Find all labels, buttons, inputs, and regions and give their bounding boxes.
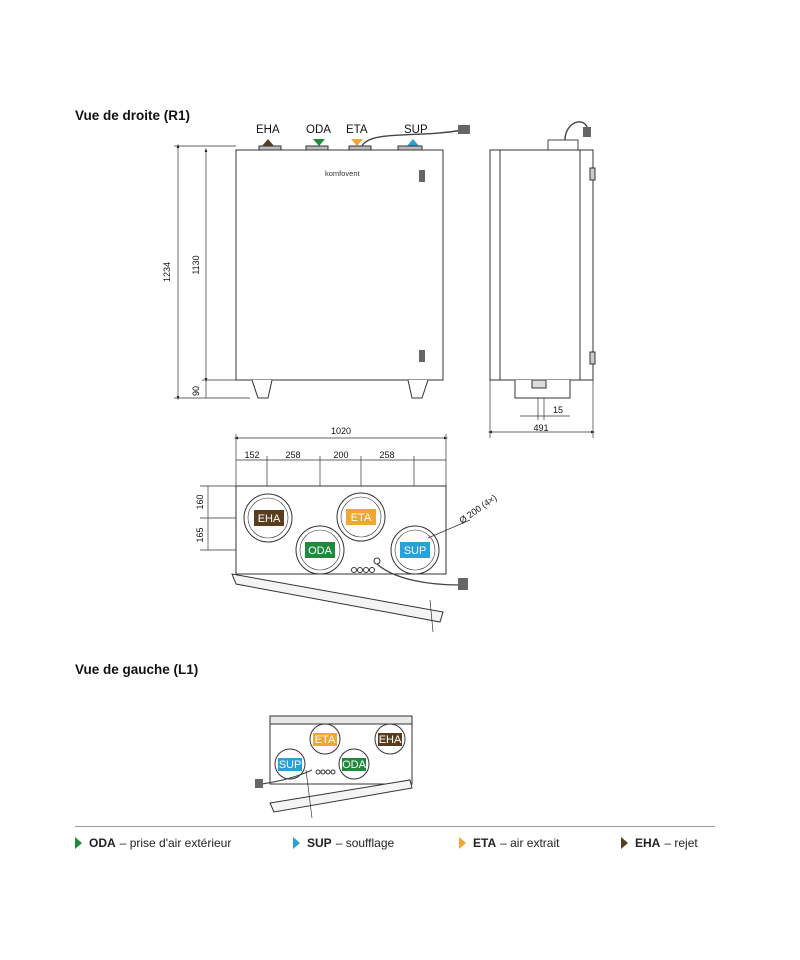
- dim-diameter: Ø 200 (4×): [457, 493, 498, 526]
- top-view: [200, 434, 471, 633]
- left-view: [255, 715, 413, 819]
- triangle-icon: [621, 837, 628, 849]
- power-cable: [361, 129, 463, 147]
- side-plug-icon: [583, 127, 591, 137]
- svg-text:ODA: ODA: [342, 759, 367, 771]
- legend-item-sup: SUP– soufflage: [293, 836, 394, 850]
- legend-divider: [75, 826, 715, 827]
- dim-row-2: 165: [195, 527, 205, 542]
- badge-eha-left: EHA: [378, 733, 402, 746]
- legend-item-eta: ETA– air extrait: [459, 836, 559, 850]
- side-view: [487, 121, 596, 438]
- badge-eta-left: ETA: [313, 733, 337, 746]
- svg-text:EHA: EHA: [379, 734, 402, 746]
- port-label-oda: ODA: [306, 124, 331, 136]
- badge-oda-left: ODA: [342, 758, 367, 771]
- port-label-eha: EHA: [256, 124, 280, 136]
- svg-text:ODA: ODA: [308, 545, 333, 557]
- dim-feet-height: 90: [191, 386, 201, 396]
- dim-row-1: 160: [195, 494, 205, 509]
- port-label-eta: ETA: [346, 124, 368, 136]
- svg-text:ETA: ETA: [315, 734, 336, 746]
- oda-down-arrow-icon: [313, 139, 325, 146]
- dim-body-height: 1130: [191, 255, 201, 274]
- front-view: EHA ODA ETA SUP komfovent: [174, 124, 470, 401]
- triangle-icon: [459, 837, 466, 849]
- side-power-cable: [564, 121, 589, 141]
- eta-down-arrow-icon: [351, 139, 363, 146]
- badge-sup-left: SUP: [278, 758, 302, 771]
- dim-spacing-2: 258: [285, 450, 300, 460]
- port-label-sup: SUP: [404, 124, 428, 136]
- legend-item-eha: EHA– rejet: [621, 836, 698, 850]
- triangle-icon: [293, 837, 300, 849]
- dim-spacing-4: 258: [379, 450, 394, 460]
- sup-up-arrow-icon: [407, 139, 419, 146]
- front-body: [235, 149, 444, 381]
- side-body: [489, 149, 594, 381]
- svg-text:ETA: ETA: [351, 512, 372, 524]
- left-view-title: Vue de gauche (L1): [75, 662, 199, 677]
- badge-sup-top: SUP: [400, 542, 430, 558]
- foot-right: [407, 379, 429, 399]
- brand-label: komfovent: [325, 169, 361, 178]
- left-plug-icon: [255, 779, 263, 788]
- lock-icon-bottom: [419, 350, 425, 362]
- svg-text:SUP: SUP: [404, 545, 427, 557]
- badge-eta-top: ETA: [346, 509, 376, 525]
- triangle-icon: [75, 837, 82, 849]
- lock-icon-top: [419, 170, 425, 182]
- eha-up-arrow-icon: [262, 139, 274, 146]
- dim-cable-offset: 15: [553, 405, 563, 415]
- right-view-title: Vue de droite (R1): [75, 108, 191, 123]
- plug-icon: [458, 125, 470, 134]
- svg-text:EHA: EHA: [258, 513, 281, 525]
- svg-text:SUP: SUP: [279, 759, 302, 771]
- dim-total-height: 1234: [162, 262, 172, 282]
- foot-left: [251, 379, 273, 399]
- badge-oda-top: ODA: [305, 542, 335, 558]
- dim-spacing-1: 152: [244, 450, 259, 460]
- dim-spacing-3: 200: [333, 450, 348, 460]
- dim-depth: 491: [533, 423, 548, 433]
- top-plug-icon: [458, 578, 468, 590]
- dim-width: 1020: [331, 426, 351, 436]
- legend-item-oda: ODA– prise d'air extérieur: [75, 836, 231, 850]
- badge-eha-top: EHA: [254, 510, 284, 526]
